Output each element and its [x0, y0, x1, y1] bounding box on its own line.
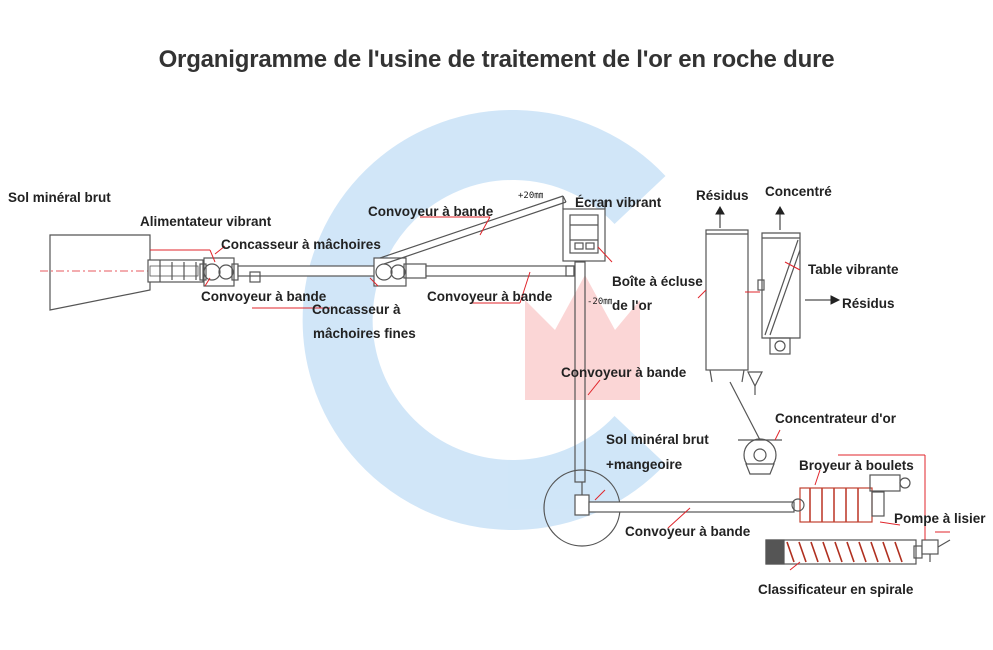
vibrating-feeder	[147, 259, 204, 283]
ball-mill	[791, 474, 911, 523]
label-raw-ore-feeder-line2: +mangeoire	[606, 457, 683, 472]
sluice-box	[705, 229, 749, 383]
label-belt-conveyor-2: Convoyeur à bande	[368, 204, 494, 219]
label-shaking-table: Table vibrante	[808, 262, 899, 277]
jaw-crusher	[199, 257, 239, 287]
belt-conveyor-vertical	[574, 261, 586, 483]
label-minus-20mm: -20㎜	[587, 297, 613, 307]
label-plus-20mm: +20㎜	[518, 191, 544, 201]
label-fine-jaw-crusher-line1: Concasseur à	[312, 302, 401, 317]
gold-concentrator	[738, 438, 782, 475]
watermark-logo	[302, 110, 666, 530]
label-tailings-2: Résidus	[842, 296, 895, 311]
belt-conveyor-3	[425, 265, 575, 277]
label-concentrate: Concentré	[765, 184, 832, 199]
label-sluice-box-line1: Boîte à écluse	[612, 274, 703, 289]
label-raw-ore-feeder-line1: Sol minéral brut	[606, 432, 709, 447]
fine-jaw-crusher	[373, 257, 427, 287]
spiral-classifier	[765, 539, 923, 565]
label-belt-conveyor-3: Convoyeur à bande	[427, 289, 553, 304]
slurry-pump	[921, 539, 951, 562]
label-belt-conveyor-1: Convoyeur à bande	[201, 289, 327, 304]
page-title: Organigramme de l'usine de traitement de…	[158, 46, 835, 73]
label-sluice-box-line2: de l'or	[612, 298, 652, 313]
label-belt-conveyor-5: Convoyeur à bande	[625, 524, 751, 539]
belt-conveyor-1	[237, 265, 379, 277]
label-belt-conveyor-4: Convoyeur à bande	[561, 365, 687, 380]
label-vibrating-feeder: Alimentateur vibrant	[140, 214, 272, 229]
label-jaw-crusher: Concasseur à mâchoires	[221, 237, 381, 252]
raw-ore-hopper	[49, 234, 151, 311]
label-gold-concentrator: Concentrateur d'or	[775, 411, 896, 426]
label-spiral-classifier: Classificateur en spirale	[758, 582, 914, 597]
label-vibrating-screen: Écran vibrant	[575, 195, 662, 210]
vibrating-screen	[562, 196, 606, 262]
shaking-table	[757, 232, 801, 355]
label-raw-ore: Sol minéral brut	[8, 190, 111, 205]
belt-conveyor-5	[588, 501, 795, 513]
label-fine-jaw-crusher-line2: mâchoires fines	[313, 326, 416, 341]
label-ball-mill: Broyeur à boulets	[799, 458, 914, 473]
label-tailings-1: Résidus	[696, 188, 749, 203]
label-slurry-pump: Pompe à lisier	[894, 511, 986, 526]
